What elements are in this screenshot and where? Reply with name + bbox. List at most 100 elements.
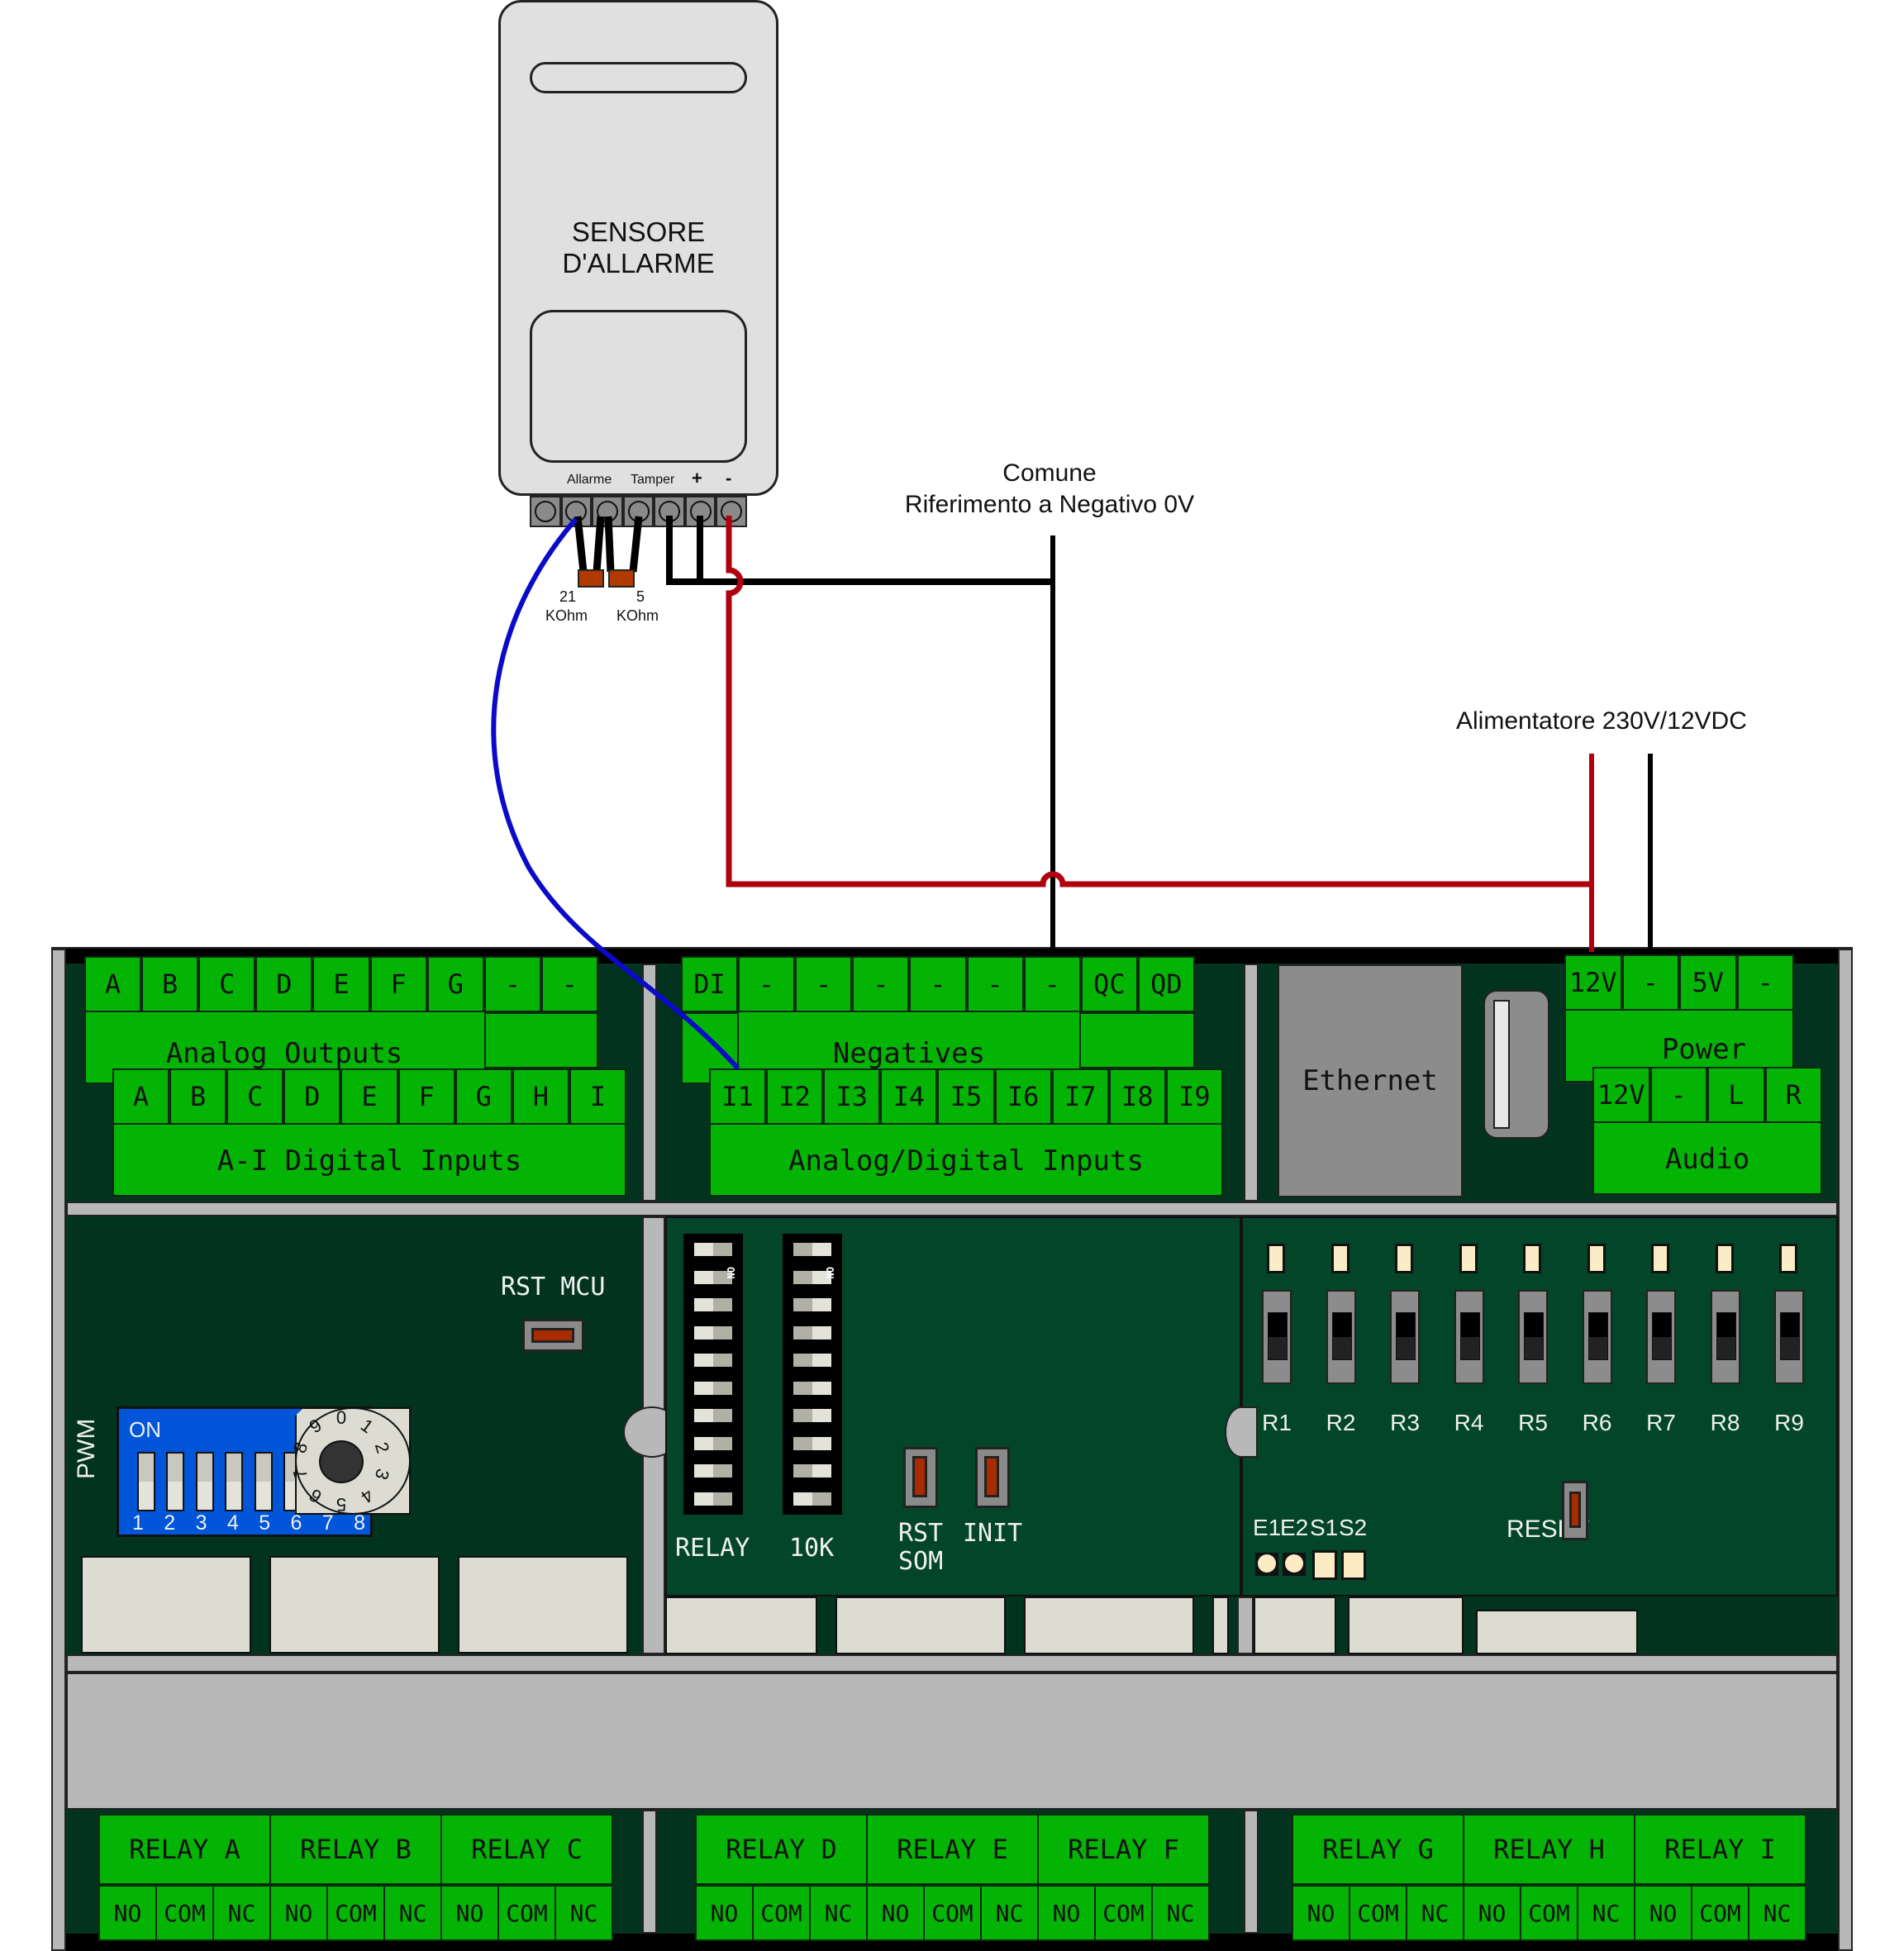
terminal-pin[interactable]: I9 bbox=[1165, 1068, 1223, 1125]
dip-cell[interactable] bbox=[793, 1409, 831, 1422]
relay-terminal-pin[interactable]: COM bbox=[155, 1885, 214, 1941]
terminal-pin[interactable]: A bbox=[84, 956, 142, 1012]
relay-terminal-pin[interactable]: NC bbox=[212, 1885, 271, 1941]
relay-terminal-pin[interactable]: COM bbox=[752, 1885, 811, 1941]
terminal-pin[interactable]: - bbox=[1736, 954, 1794, 1011]
terminal-pin[interactable]: 12V bbox=[1592, 1067, 1650, 1123]
terminal-pin[interactable]: I3 bbox=[823, 1068, 881, 1125]
relay-terminal-pin[interactable]: NO bbox=[1634, 1885, 1692, 1941]
terminal-pin[interactable]: - bbox=[483, 956, 541, 1012]
relay-terminal-pin[interactable]: NO bbox=[695, 1885, 754, 1941]
dip-cell[interactable] bbox=[694, 1298, 732, 1311]
relay-override-switch[interactable] bbox=[1518, 1290, 1548, 1384]
relay-terminal-pin[interactable]: NO bbox=[269, 1885, 328, 1941]
dip-toggle-3[interactable] bbox=[195, 1452, 214, 1511]
terminal-pin[interactable]: - bbox=[909, 956, 967, 1012]
terminal-pin[interactable]: C bbox=[198, 956, 256, 1012]
terminal-pin[interactable]: E bbox=[340, 1068, 398, 1125]
terminal-pin[interactable]: B bbox=[141, 956, 199, 1012]
relay-terminal-pin[interactable]: COM bbox=[1520, 1885, 1578, 1941]
dip-cell[interactable] bbox=[793, 1381, 831, 1395]
relay-terminal-pin[interactable]: COM bbox=[497, 1885, 556, 1941]
terminal-pin[interactable]: C bbox=[226, 1068, 284, 1125]
terminal-pin[interactable]: F bbox=[397, 1068, 455, 1125]
dip-cell[interactable] bbox=[694, 1270, 732, 1284]
relay-terminal-pin[interactable]: NC bbox=[383, 1885, 442, 1941]
relay-override-switch[interactable] bbox=[1390, 1290, 1420, 1384]
dip-cell[interactable] bbox=[793, 1298, 831, 1311]
relay-terminal-pin[interactable]: NC bbox=[1151, 1885, 1210, 1941]
dip-cell[interactable] bbox=[793, 1492, 831, 1506]
terminal-pin[interactable]: - bbox=[1649, 1067, 1707, 1123]
dip-cell[interactable] bbox=[694, 1464, 732, 1478]
relay-terminal-pin[interactable]: COM bbox=[1094, 1885, 1153, 1941]
terminal-pin[interactable]: - bbox=[738, 956, 796, 1012]
terminal-pin[interactable]: G bbox=[426, 956, 484, 1012]
relay-terminal-pin[interactable]: COM bbox=[923, 1885, 982, 1941]
terminal-pin[interactable]: D bbox=[283, 1068, 341, 1125]
terminal-pin[interactable]: - bbox=[1023, 956, 1081, 1012]
terminal-pin[interactable]: 5V bbox=[1679, 954, 1737, 1011]
terminal-pin[interactable]: DI bbox=[681, 956, 739, 1012]
relay-terminal-pin[interactable]: NC bbox=[555, 1885, 613, 1941]
terminal-pin[interactable]: I5 bbox=[937, 1068, 995, 1125]
terminal-pin[interactable]: F bbox=[369, 956, 427, 1012]
terminal-pin[interactable]: G bbox=[455, 1068, 512, 1125]
terminal-pin[interactable]: B bbox=[169, 1068, 227, 1125]
relay-override-switch[interactable] bbox=[1774, 1290, 1804, 1384]
terminal-pin[interactable]: I bbox=[569, 1068, 626, 1125]
rst-som-button[interactable] bbox=[903, 1447, 938, 1508]
dip-cell[interactable] bbox=[793, 1243, 831, 1256]
terminal-pin[interactable]: QD bbox=[1137, 956, 1195, 1012]
usb-port[interactable] bbox=[1483, 990, 1549, 1139]
terminal-pin[interactable]: R bbox=[1764, 1067, 1822, 1123]
dip-cell[interactable] bbox=[793, 1270, 831, 1284]
terminal-pin[interactable]: H bbox=[512, 1068, 569, 1125]
terminal-pin-12v[interactable]: 12V bbox=[1564, 954, 1622, 1011]
terminal-pin[interactable]: I7 bbox=[1051, 1068, 1109, 1125]
relay-terminal-pin[interactable]: COM bbox=[326, 1885, 385, 1941]
relay-override-switch[interactable] bbox=[1454, 1290, 1484, 1384]
terminal-pin[interactable]: E bbox=[312, 956, 370, 1012]
terminal-pin-i1[interactable]: I1 bbox=[709, 1068, 767, 1125]
relay-override-switch[interactable] bbox=[1582, 1290, 1612, 1384]
dip-cell[interactable] bbox=[793, 1436, 831, 1450]
terminal-pin[interactable]: I2 bbox=[766, 1068, 824, 1125]
relay-terminal-pin[interactable]: NO bbox=[1463, 1885, 1521, 1941]
terminal-pin[interactable]: I8 bbox=[1108, 1068, 1166, 1125]
relay-terminal-pin[interactable]: NC bbox=[1577, 1885, 1635, 1941]
dip-cell[interactable] bbox=[694, 1409, 732, 1422]
dip-cell[interactable] bbox=[793, 1464, 831, 1478]
terminal-pin[interactable]: I6 bbox=[994, 1068, 1052, 1125]
reset-button[interactable] bbox=[1562, 1481, 1588, 1540]
dip-cell[interactable] bbox=[793, 1354, 831, 1367]
relay-terminal-pin[interactable]: NO bbox=[1037, 1885, 1096, 1941]
terminal-pin[interactable]: D bbox=[255, 956, 313, 1012]
dip-cell[interactable] bbox=[694, 1381, 732, 1395]
relay-override-switch[interactable] bbox=[1326, 1290, 1356, 1384]
dip-cell[interactable] bbox=[694, 1354, 732, 1367]
terminal-pin[interactable]: - bbox=[966, 956, 1024, 1012]
terminal-pin[interactable]: - bbox=[852, 956, 910, 1012]
dip-cell[interactable] bbox=[793, 1325, 831, 1340]
relay-terminal-pin[interactable]: NC bbox=[1748, 1885, 1806, 1941]
relay-terminal-pin[interactable]: NC bbox=[809, 1885, 868, 1941]
dip-cell[interactable] bbox=[694, 1325, 732, 1340]
dip-toggle-4[interactable] bbox=[225, 1452, 244, 1511]
relay-terminal-pin[interactable]: NC bbox=[1406, 1885, 1464, 1941]
dip-toggle-2[interactable] bbox=[166, 1452, 185, 1511]
dip-cell[interactable] bbox=[694, 1243, 732, 1256]
relay-terminal-pin[interactable]: COM bbox=[1349, 1885, 1407, 1941]
relay-terminal-pin[interactable]: NO bbox=[440, 1885, 499, 1941]
terminal-pin[interactable]: I4 bbox=[880, 1068, 938, 1125]
relay-terminal-pin[interactable]: NO bbox=[98, 1885, 157, 1941]
relay-override-switch[interactable] bbox=[1646, 1290, 1676, 1384]
sensor-terminal[interactable] bbox=[530, 496, 561, 527]
rst-mcu-button[interactable] bbox=[522, 1319, 584, 1352]
terminal-pin[interactable]: L bbox=[1707, 1067, 1765, 1123]
relay-terminal-pin[interactable]: NO bbox=[1292, 1885, 1350, 1941]
dip-cell[interactable] bbox=[694, 1436, 732, 1450]
relay-terminal-pin[interactable]: COM bbox=[1691, 1885, 1749, 1941]
dip-toggle-5[interactable] bbox=[254, 1452, 273, 1511]
ethernet-port[interactable]: Ethernet bbox=[1278, 964, 1463, 1197]
